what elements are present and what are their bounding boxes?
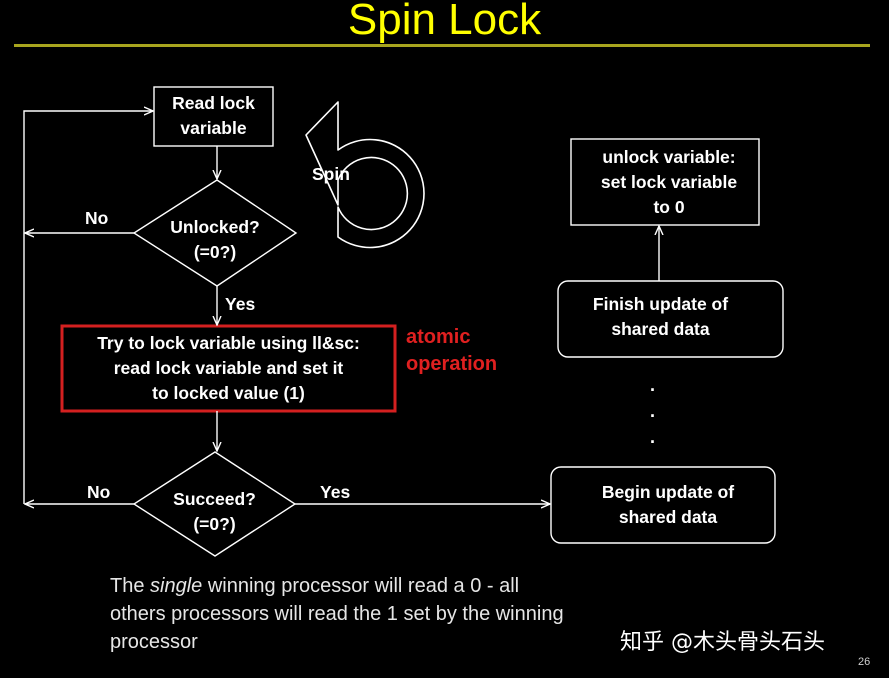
caption-emphasis: single (150, 575, 203, 597)
succeed-no-label: No (87, 482, 111, 502)
title-underline (14, 44, 870, 47)
try-lock-box (60, 324, 397, 413)
unlock-label: unlock variable: set lock variable to 0 (600, 147, 738, 217)
begin-update-label: Begin update of shared data (601, 482, 735, 527)
caption: The single winning processor will read a… (110, 572, 580, 656)
finish-update-label: Finish update of shared data (592, 294, 729, 339)
atomic-operation-label: atomic operation (406, 326, 498, 375)
begin-update-box (550, 466, 776, 544)
succeed-label: Succeed? (=0?) (173, 489, 256, 534)
try-lock-label: Try to lock variable using ll&sc: read l… (97, 333, 360, 403)
slide-title: Spin Lock (347, 0, 542, 44)
unlock-box (570, 138, 760, 226)
unlocked-yes-label: Yes (225, 294, 256, 314)
ellipsis-vertical: . . . (650, 375, 656, 447)
loop-back-line (23, 111, 153, 504)
read-lock-label: Read lock variable (172, 93, 255, 138)
finish-update-box (557, 280, 784, 358)
page-number: 26 (858, 656, 871, 668)
spin-label: Spin (312, 164, 350, 184)
succeed-yes-label: Yes (320, 482, 351, 502)
watermark: 知乎 @木头骨头石头 (620, 630, 825, 655)
unlocked-label: Unlocked? (=0?) (170, 217, 260, 262)
succeed-decision (132, 451, 297, 557)
unlocked-no-label: No (85, 208, 109, 228)
caption-part2: winning processor will read a 0 - all ot… (110, 575, 564, 653)
spin-arrow-icon (305, 101, 425, 249)
caption-part1: The (110, 575, 151, 597)
read-lock-box (153, 86, 274, 147)
